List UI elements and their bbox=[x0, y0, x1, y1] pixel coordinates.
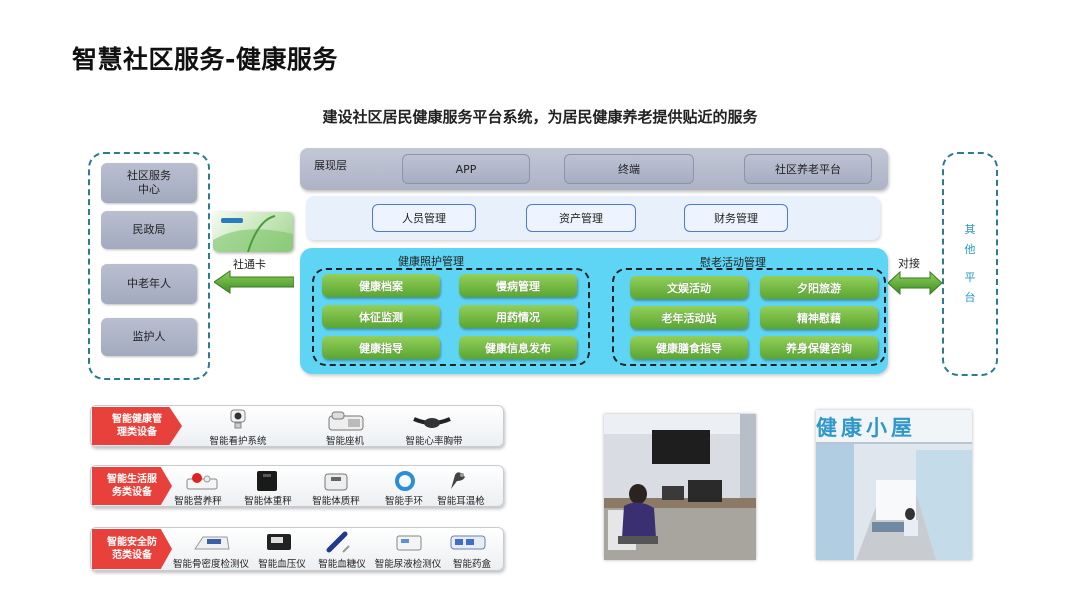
health-item-chronic[interactable]: 慢病管理 bbox=[459, 274, 577, 297]
body-fat-scale-icon bbox=[322, 469, 350, 493]
health-item-info-release[interactable]: 健康信息发布 bbox=[459, 336, 577, 359]
display-layer-label: 展现层 bbox=[314, 159, 347, 172]
right-panel-char-4: 台 bbox=[964, 291, 976, 304]
left-item-civil-affairs[interactable]: 民政局 bbox=[101, 211, 197, 249]
health-item-medication[interactable]: 用药情况 bbox=[459, 305, 577, 328]
activity-item-wellness[interactable]: 养身保健咨询 bbox=[760, 336, 878, 359]
pill-box-icon bbox=[448, 531, 488, 553]
photo-health-station-image bbox=[604, 414, 756, 560]
left-arrow-icon bbox=[214, 270, 294, 294]
right-panel-char-1: 其 bbox=[964, 223, 976, 236]
photo-health-station bbox=[604, 414, 756, 560]
wristband-icon bbox=[392, 468, 418, 494]
camera-icon bbox=[226, 407, 250, 431]
page-title: 智慧社区服务-健康服务 bbox=[72, 45, 338, 74]
device-row-safety-tag: 智能安全防 范类设备 bbox=[92, 529, 172, 569]
elderly-activity-group bbox=[612, 268, 886, 366]
connect-label: 对接 bbox=[898, 257, 920, 270]
management-item-finance[interactable]: 财务管理 bbox=[684, 204, 788, 232]
device-label-blood-pressure: 智能血压仪 bbox=[258, 559, 306, 570]
weight-scale-icon bbox=[254, 468, 280, 494]
health-item-guidance[interactable]: 健康指导 bbox=[322, 336, 440, 359]
device-label-glucose-meter: 智能血糖仪 bbox=[318, 559, 366, 570]
device-label-urine-analyzer: 智能尿液检测仪 bbox=[374, 559, 442, 570]
nutrition-scale-icon bbox=[184, 470, 220, 492]
display-item-terminal[interactable]: 终端 bbox=[564, 154, 694, 184]
photo-health-cabin: 健康小屋 bbox=[816, 410, 972, 560]
left-panel bbox=[88, 152, 210, 380]
device-label-care-system: 智能看护系统 bbox=[209, 436, 267, 447]
display-item-app[interactable]: APP bbox=[402, 154, 530, 184]
heart-strap-icon bbox=[412, 410, 452, 432]
device-label-weight-scale: 智能体重秤 bbox=[244, 496, 292, 507]
urine-analyzer-icon bbox=[394, 531, 424, 553]
elderly-activity-label: 慰老活动管理 bbox=[700, 256, 766, 269]
activity-item-travel[interactable]: 夕阳旅游 bbox=[760, 276, 878, 299]
device-label-body-fat-scale: 智能体质秤 bbox=[312, 496, 360, 507]
left-item-guardian[interactable]: 监护人 bbox=[101, 318, 197, 356]
device-row-health-tag: 智能健康管 理类设备 bbox=[92, 407, 182, 445]
left-item-community-center[interactable]: 社区服务 中心 bbox=[101, 163, 197, 203]
activity-item-station[interactable]: 老年活动站 bbox=[630, 306, 748, 329]
health-care-label: 健康照护管理 bbox=[398, 255, 464, 268]
phone-icon bbox=[326, 409, 366, 433]
activity-item-spiritual[interactable]: 精神慰藉 bbox=[760, 306, 878, 329]
health-care-group bbox=[312, 268, 590, 366]
bone-density-icon bbox=[192, 530, 232, 554]
display-item-elderly-platform[interactable]: 社区养老平台 bbox=[744, 154, 872, 184]
blood-pressure-icon bbox=[264, 531, 294, 553]
card-label: 社通卡 bbox=[233, 258, 266, 271]
management-item-assets[interactable]: 资产管理 bbox=[526, 204, 636, 232]
right-panel-char-2: 他 bbox=[964, 243, 976, 256]
device-label-wristband: 智能手环 bbox=[384, 496, 423, 507]
health-item-vitals[interactable]: 体征监测 bbox=[322, 305, 440, 328]
right-panel bbox=[942, 152, 998, 376]
double-arrow-icon bbox=[888, 271, 942, 295]
photo-cabin-sign: 健康小屋 bbox=[816, 416, 916, 440]
right-panel-char-3: 平 bbox=[964, 271, 976, 284]
device-label-desk-phone: 智能座机 bbox=[325, 436, 364, 447]
subtitle: 建设社区居民健康服务平台系统，为居民健康养老提供贴近的服务 bbox=[322, 108, 758, 126]
device-row-life-tag: 智能生活服 务类设备 bbox=[92, 467, 172, 505]
device-label-heart-strap: 智能心率胸带 bbox=[405, 436, 463, 447]
activity-item-entertainment[interactable]: 文娱活动 bbox=[630, 276, 748, 299]
health-item-records[interactable]: 健康档案 bbox=[322, 274, 440, 297]
device-label-pill-box: 智能药盒 bbox=[452, 559, 491, 570]
left-item-elderly[interactable]: 中老年人 bbox=[101, 264, 197, 304]
card-graphic-icon bbox=[213, 215, 293, 252]
device-label-nutrition-scale: 智能营养秤 bbox=[174, 496, 222, 507]
ear-thermometer-icon bbox=[444, 468, 470, 494]
community-card-image bbox=[213, 212, 293, 252]
device-label-ear-thermometer: 智能耳温枪 bbox=[437, 496, 485, 507]
glucose-meter-icon bbox=[324, 529, 352, 555]
device-label-bone-density: 智能骨密度检测仪 bbox=[172, 559, 249, 570]
management-item-personnel[interactable]: 人员管理 bbox=[372, 204, 476, 232]
activity-item-diet[interactable]: 健康膳食指导 bbox=[630, 336, 748, 359]
photo-health-cabin-image bbox=[816, 410, 972, 560]
